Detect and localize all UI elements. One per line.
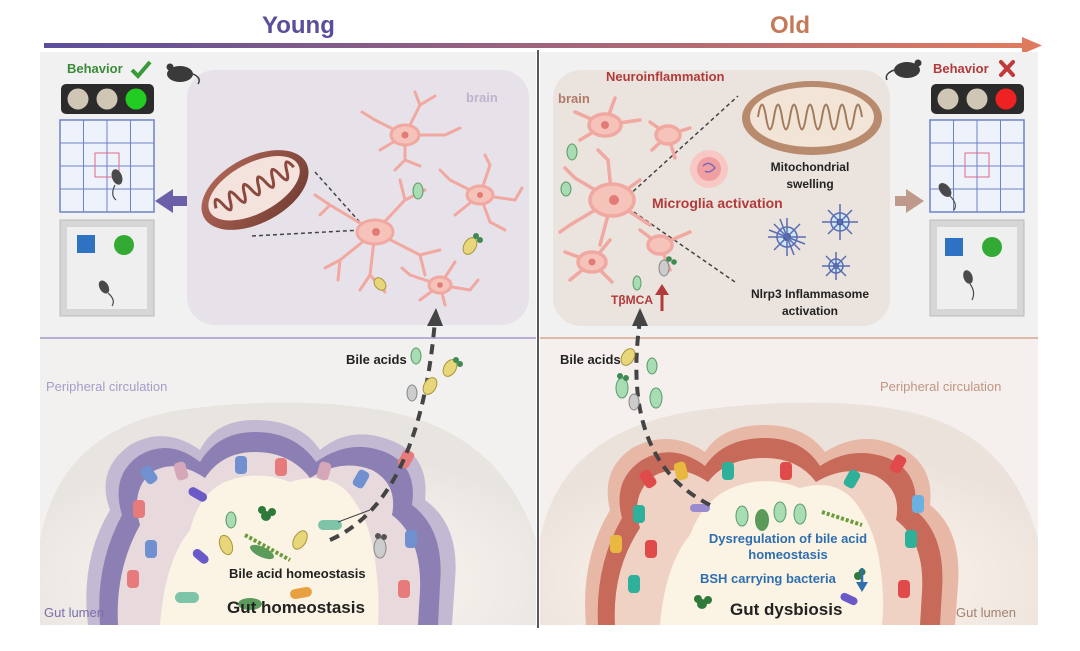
mouse-icon bbox=[885, 59, 922, 81]
young-bacteria bbox=[175, 487, 387, 610]
bsh-bacteria-label: BSH carrying bacteria bbox=[700, 571, 836, 586]
old-circulating-bile-acids bbox=[615, 348, 663, 411]
young-bile-acid-arrow bbox=[329, 308, 443, 542]
old-peripheral-label: Peripheral circulation bbox=[880, 379, 1002, 394]
old-brain-label: brain bbox=[558, 91, 590, 106]
mouse-icon bbox=[166, 63, 200, 85]
age-arrow bbox=[44, 37, 1042, 54]
young-peripheral-label: Peripheral circulation bbox=[46, 379, 168, 394]
young-behavior-label: Behavior bbox=[67, 61, 123, 76]
mito-swelling-line2: swelling bbox=[786, 177, 834, 191]
old-gut-lumen-label: Gut lumen bbox=[956, 605, 1016, 620]
gut-homeostasis-label: Gut homeostasis bbox=[227, 598, 365, 617]
cross-icon bbox=[999, 60, 1015, 77]
young-open-field bbox=[59, 219, 155, 317]
microglia-activation-label: Microglia activation bbox=[652, 195, 783, 211]
old-bile-acids-label: Bile acids bbox=[560, 352, 621, 367]
young-brain-label: brain bbox=[466, 90, 498, 105]
dysregulation-line1: Dysregulation of bile acid bbox=[708, 531, 868, 546]
old-maze-grid bbox=[929, 119, 1025, 213]
young-brain-bile-acids bbox=[373, 182, 483, 291]
old-microglia bbox=[558, 96, 692, 284]
young-header: Young bbox=[262, 12, 335, 39]
tbmca-label: TβMCA bbox=[611, 293, 653, 307]
gut-dysbiosis-label: Gut dysbiosis bbox=[730, 600, 843, 619]
up-arrow-icon bbox=[655, 284, 669, 311]
old-arrow-right bbox=[895, 189, 924, 213]
check-icon bbox=[130, 60, 152, 79]
young-microglia bbox=[313, 90, 524, 307]
activated-microglia-icon bbox=[690, 150, 728, 188]
neuroinflammation-label: Neuroinflammation bbox=[606, 69, 725, 84]
young-gut-lumen-label: Gut lumen bbox=[44, 605, 104, 620]
nlrp3-inflammasome-icons bbox=[768, 204, 858, 280]
old-behavior-label: Behavior bbox=[933, 61, 989, 76]
dysregulation-line2: homeostasis bbox=[748, 547, 828, 562]
young-arrow-left bbox=[155, 189, 187, 213]
young-mitochondrion bbox=[201, 150, 309, 230]
young-traffic-light bbox=[61, 84, 154, 114]
down-arrow-icon bbox=[856, 568, 868, 592]
old-brain-bile-acids bbox=[560, 143, 677, 291]
old-bile-acid-arrow bbox=[632, 308, 711, 507]
bile-acid-homeostasis-label: Bile acid homeostasis bbox=[229, 566, 366, 581]
young-bile-acids-label: Bile acids bbox=[346, 352, 407, 367]
old-epithelial-cells bbox=[610, 454, 924, 598]
old-mitochondrion bbox=[742, 81, 882, 155]
nlrp3-line1: Nlrp3 Inflammasome bbox=[750, 287, 870, 301]
young-circulating-bile-acids bbox=[406, 347, 463, 402]
old-bacteria bbox=[690, 501, 866, 609]
mito-swelling-line1: Mitochondrial bbox=[770, 160, 850, 174]
old-open-field bbox=[929, 219, 1025, 317]
old-traffic-light bbox=[931, 84, 1024, 114]
nlrp3-line2: activation bbox=[781, 304, 838, 318]
old-header: Old bbox=[770, 12, 810, 39]
young-maze-grid bbox=[59, 119, 155, 213]
